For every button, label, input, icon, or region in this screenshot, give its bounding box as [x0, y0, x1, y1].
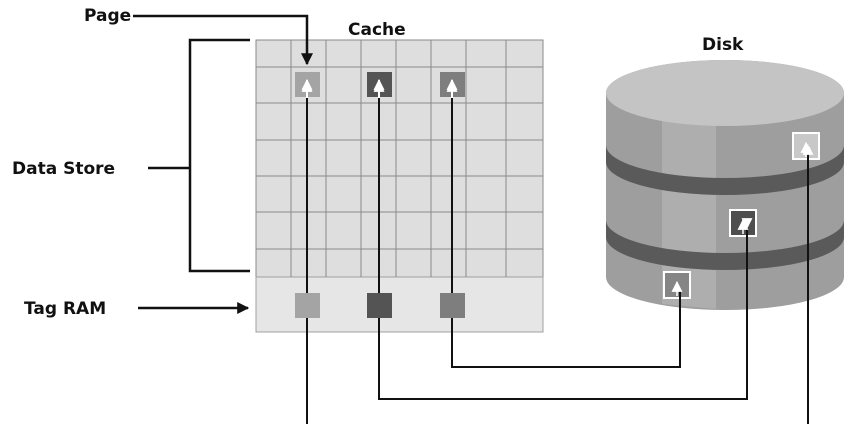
annotations: Page Cache Disk Data Store Tag RAM	[12, 6, 744, 319]
disk-band-1	[606, 145, 844, 195]
cache-label: Cache	[348, 20, 406, 40]
data-store-label: Data Store	[12, 159, 115, 179]
disk-label: Disk	[702, 35, 744, 55]
tag-ram-entries	[295, 293, 465, 318]
connector-page2-lower	[378, 218, 753, 400]
disk-band-2	[606, 220, 844, 270]
cache	[255, 39, 544, 333]
tag-ram-label: Tag RAM	[24, 299, 106, 319]
connector-page3-lower	[451, 290, 681, 368]
tag-block-1	[295, 293, 320, 318]
disk	[606, 60, 844, 310]
page-label: Page	[84, 6, 131, 26]
connectors	[301, 78, 814, 424]
tag-block-2	[367, 293, 392, 318]
page-pointer	[133, 14, 313, 66]
disk-top	[606, 60, 844, 126]
tag-block-3	[440, 293, 465, 318]
cache-grid-lines	[256, 40, 543, 277]
data-store-bracket	[188, 38, 250, 273]
